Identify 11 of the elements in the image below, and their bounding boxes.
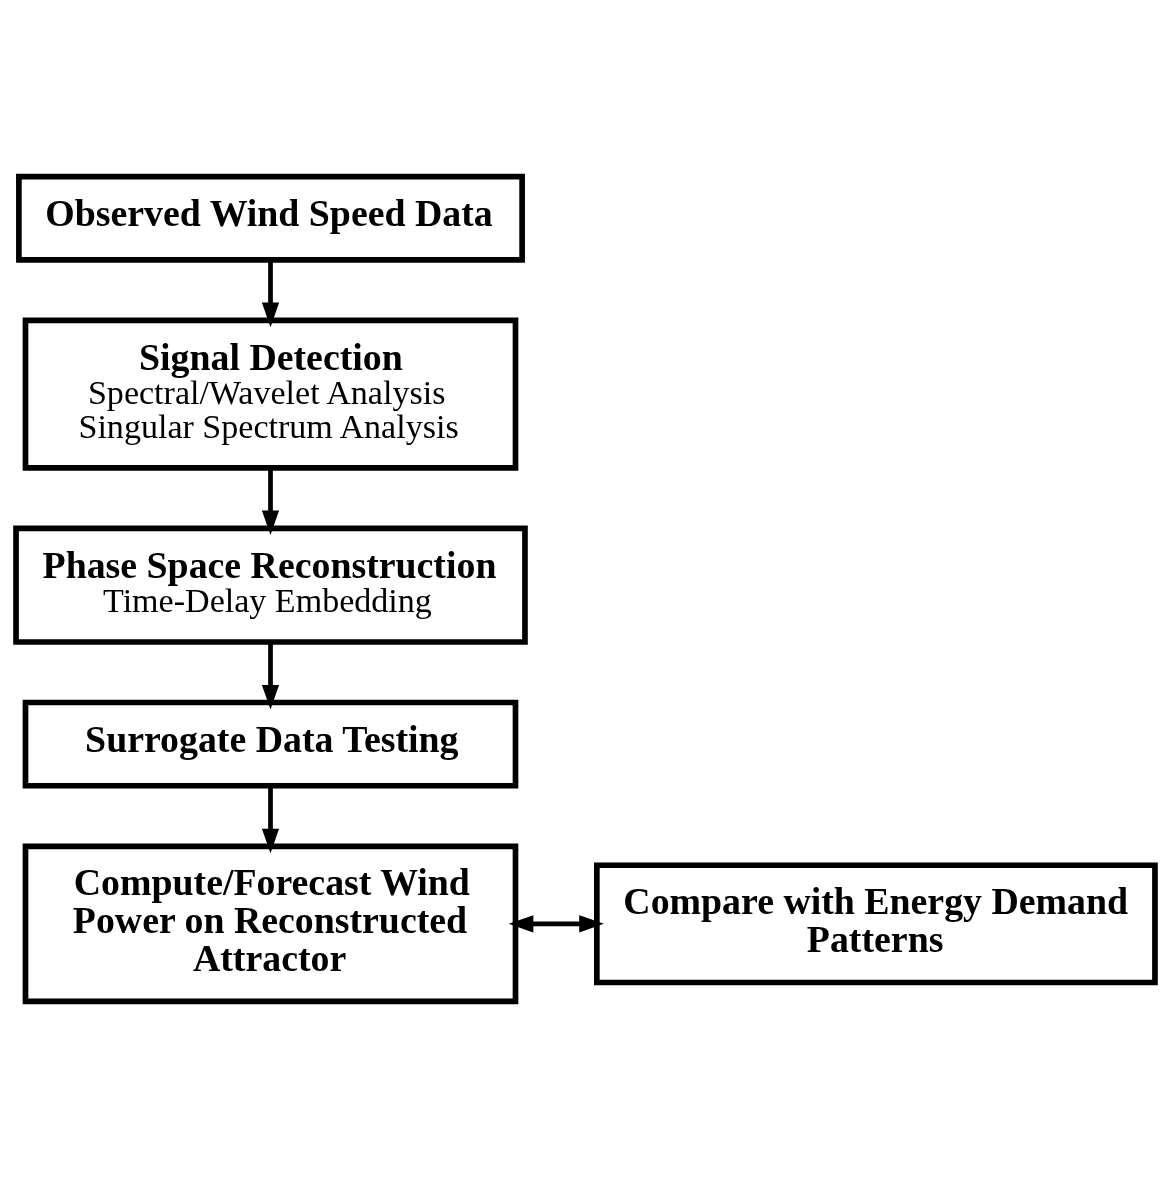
- node-box: Observed Wind Speed Data: [16, 173, 525, 263]
- arrow: [261, 259, 280, 327]
- arrow: [261, 641, 280, 710]
- node-box: Surrogate Data Testing: [22, 699, 519, 789]
- node-box: Compute/Forecast Wind Power on Reconstructed Attractor: [22, 842, 519, 1004]
- arrow: [261, 467, 280, 535]
- arrow: [508, 914, 604, 932]
- node-box: Compare with Energy Demand Patterns: [594, 861, 1158, 985]
- node-box: Signal Detection Spectral/Wavelet Analysis Singular Spectrum Analysis: [22, 317, 519, 471]
- node-box: Phase Space Reconstruction Time-Delay Embedding: [13, 525, 528, 645]
- arrow: [261, 785, 280, 853]
